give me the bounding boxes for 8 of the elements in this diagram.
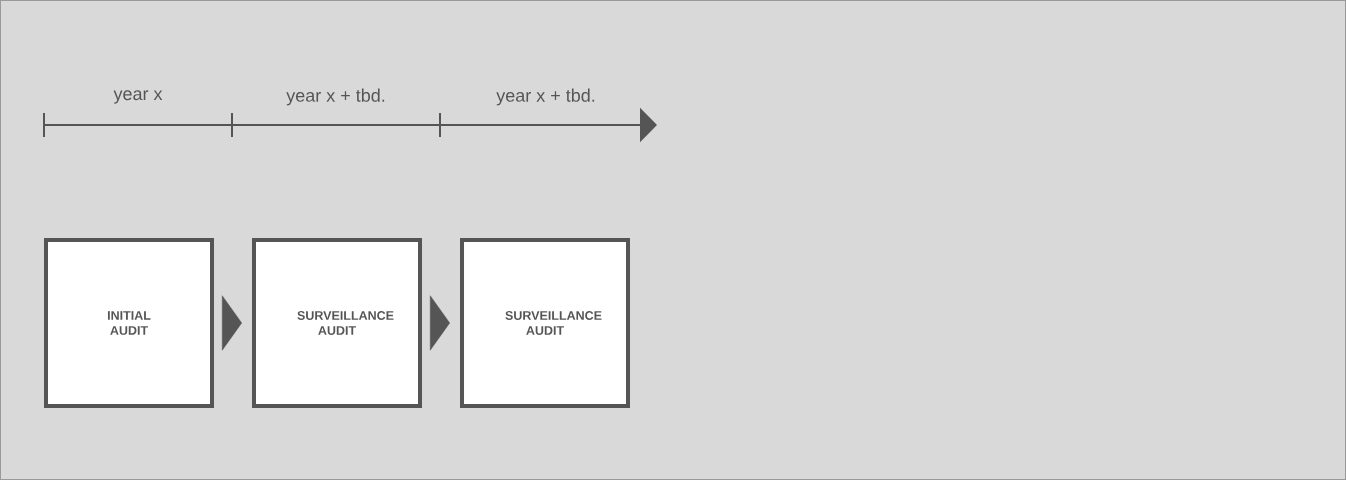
audit-box: INITIAL AUDIT [44,238,214,408]
chevron-arrow [429,295,450,351]
audit-box: SURVEILLANCE AUDIT [460,238,630,408]
timeline-label: year x + tbd. [496,88,595,106]
chevron-arrow [221,295,242,351]
timeline-label: year x + tbd. [286,88,385,106]
audit-box: SURVEILLANCE AUDIT [252,238,422,408]
timeline-label: year x [113,90,163,104]
